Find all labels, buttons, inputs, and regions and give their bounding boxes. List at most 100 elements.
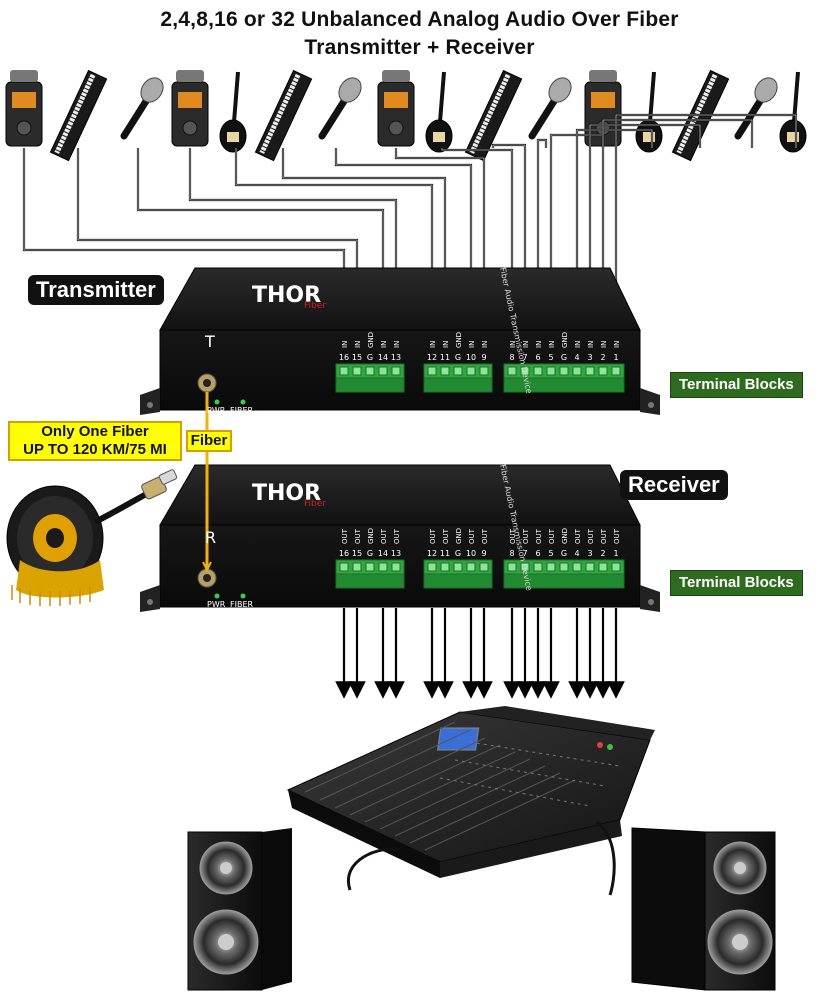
transmitter-pin-type-label: IN bbox=[354, 341, 362, 348]
fiber-distance-callout: Only One Fiber UP TO 120 KM/75 MI bbox=[8, 421, 182, 461]
transmitter-pin-type-label: IN bbox=[468, 341, 476, 348]
transmitter-fiber-label: FIBER bbox=[230, 406, 254, 415]
receiver-pin-type-label: OUT bbox=[535, 528, 543, 544]
microphone-head bbox=[338, 77, 362, 103]
transmitter-pin-number: 5 bbox=[548, 353, 553, 362]
receiver-pin-number: 10 bbox=[466, 549, 476, 558]
left-speaker-image bbox=[187, 828, 292, 991]
receiver-pin-number: 15 bbox=[352, 549, 362, 558]
receiver-terminal-screw bbox=[440, 562, 450, 572]
receiver-pin-type-label: OUT bbox=[481, 528, 489, 544]
receiver-pin-type-label: GND bbox=[561, 528, 569, 544]
receiver-pin-type-label: OUT bbox=[442, 528, 450, 544]
receiver-pin-type-label: OUT bbox=[429, 528, 437, 544]
transmitter-pin-type-label: IN bbox=[380, 341, 388, 348]
transmitter-terminal-screw bbox=[585, 366, 595, 376]
transmitter-pin-type-label: IN bbox=[600, 341, 608, 348]
transmitter-pin-type-label: IN bbox=[393, 341, 401, 348]
microphone-head bbox=[140, 77, 164, 103]
receiver-pin-number: G bbox=[455, 549, 461, 558]
receiver-terminal-block-body bbox=[503, 573, 625, 589]
receiver-terminal-screw bbox=[365, 562, 375, 572]
transmitter-pin-type-label: IN bbox=[535, 341, 543, 348]
recorder-icon bbox=[171, 70, 209, 147]
transmitter-pin-number: 14 bbox=[378, 353, 388, 362]
guitar-icon bbox=[219, 71, 247, 153]
receiver-pin-type-label: OUT bbox=[600, 528, 608, 544]
receiver-pin-type-label: OUT bbox=[548, 528, 556, 544]
receiver-pin-number: 13 bbox=[391, 549, 401, 558]
transmitter-panel-letter: T bbox=[204, 332, 215, 351]
transmitter-pin-number: 11 bbox=[440, 353, 450, 362]
receiver-terminal-block-body bbox=[423, 573, 493, 589]
transmitter-pin-number: 15 bbox=[352, 353, 362, 362]
recorder-body bbox=[377, 81, 415, 147]
recorder-icon bbox=[377, 70, 415, 147]
receiver-terminal-blocks-label: Terminal Blocks bbox=[670, 570, 803, 596]
receiver-pin-type-label: OUT bbox=[468, 528, 476, 544]
title-line-1: 2,4,8,16 or 32 Unbalanced Analog Audio O… bbox=[160, 8, 679, 31]
transmitter-pin-type-label: GND bbox=[455, 332, 463, 348]
transmitter-pin-number: 16 bbox=[339, 353, 349, 362]
transmitter-pin-type-label: IN bbox=[442, 341, 450, 348]
transmitter-terminal-screw bbox=[440, 366, 450, 376]
transmitter-pin-number: 1 bbox=[613, 353, 618, 362]
right-speaker-cable bbox=[596, 820, 616, 896]
receiver-pin-type-label: OUT bbox=[354, 528, 362, 544]
guitar-neck bbox=[232, 71, 240, 123]
receiver-terminal-screw bbox=[507, 562, 517, 572]
transmitter-pin-number: 6 bbox=[535, 353, 540, 362]
keyboard-keys bbox=[469, 73, 511, 154]
keyboard-icon bbox=[254, 69, 313, 162]
receiver-terminal-screw bbox=[427, 562, 437, 572]
transmitter-terminal-screw bbox=[572, 366, 582, 376]
transmitter-pin-number: 10 bbox=[466, 353, 476, 362]
input-cable-highlight bbox=[492, 144, 526, 335]
microphone-icon bbox=[734, 77, 778, 140]
receiver-pin-number: 12 bbox=[427, 549, 437, 558]
recorder-icon bbox=[5, 70, 43, 147]
receiver-terminal-screw bbox=[352, 562, 362, 572]
keyboard-keys bbox=[259, 73, 301, 154]
transmitter-pin-number: 7 bbox=[522, 353, 527, 362]
transmitter-pin-type-label: IN bbox=[587, 341, 595, 348]
recorder-mics bbox=[589, 70, 617, 82]
receiver-pin-number: 16 bbox=[339, 549, 349, 558]
input-cable-highlight bbox=[537, 139, 547, 335]
transmitter-pin-type-label: IN bbox=[481, 341, 489, 348]
recorder-mics bbox=[176, 70, 204, 82]
receiver-terminal-screw bbox=[611, 562, 621, 572]
receiver-pin-number: 1 bbox=[613, 549, 618, 558]
transmitter-terminal-blocks-label: Terminal Blocks bbox=[670, 372, 803, 398]
brand-logo-text: THOR bbox=[252, 481, 321, 506]
microphone-icon bbox=[120, 77, 164, 140]
transmitter-terminal-screw bbox=[453, 366, 463, 376]
receiver-pin-number: 3 bbox=[587, 549, 592, 558]
microphone-handle bbox=[734, 94, 766, 140]
input-cable-highlight bbox=[395, 148, 485, 335]
guitar-pickguard bbox=[643, 132, 655, 142]
transmitter-terminal-screw bbox=[598, 366, 608, 376]
receiver-terminal-screw bbox=[339, 562, 349, 572]
receiver-terminal-screw bbox=[391, 562, 401, 572]
transmitter-terminal-screw bbox=[339, 366, 349, 376]
receiver-terminal-block-body bbox=[335, 573, 405, 589]
transmitter-fiber-led bbox=[240, 399, 246, 405]
receiver-pin-type-label: OUT bbox=[393, 528, 401, 544]
transmitter-terminal-screw bbox=[611, 366, 621, 376]
microphone-head bbox=[548, 77, 572, 103]
transmitter-terminal-block-body bbox=[503, 377, 625, 393]
input-cable-highlight bbox=[615, 114, 797, 335]
brand-logo-subtext: Fiber bbox=[304, 499, 326, 509]
guitar-neck bbox=[438, 71, 446, 123]
recorder-mics bbox=[10, 70, 38, 82]
receiver-pin-number: 6 bbox=[535, 549, 540, 558]
recorder-screen bbox=[384, 92, 408, 108]
audio-sources bbox=[5, 69, 807, 162]
transmitter-pin-number: 9 bbox=[481, 353, 486, 362]
transmitter-terminal-screw bbox=[546, 366, 556, 376]
receiver-terminal-screw bbox=[466, 562, 476, 572]
receiver-fiber-label: FIBER bbox=[230, 600, 254, 609]
